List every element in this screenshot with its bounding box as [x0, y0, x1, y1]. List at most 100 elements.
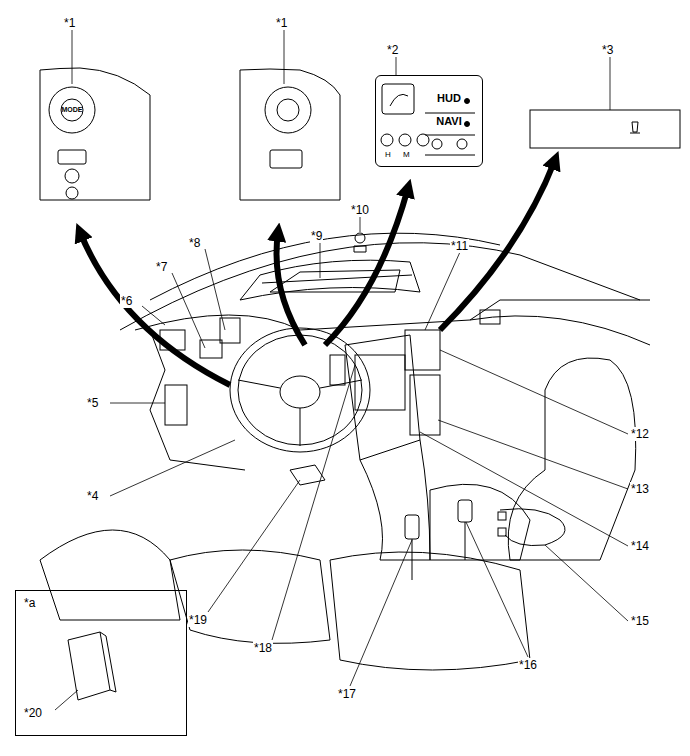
switch-text: M [403, 151, 410, 159]
illustration-part [545, 545, 628, 621]
illustration-part [360, 216, 361, 232]
callout-number: *16 [518, 658, 538, 672]
callout-number: *12 [630, 427, 650, 441]
illustration-part [382, 84, 414, 114]
illustration-part [200, 340, 222, 358]
illustration-part [238, 380, 362, 446]
illustration-part [345, 335, 420, 460]
illustration-part [480, 310, 500, 324]
illustration-part [425, 252, 460, 330]
illustration-part [417, 134, 429, 146]
illustration-part [350, 540, 412, 686]
callout-number: *7 [155, 260, 168, 274]
illustration-part [354, 246, 366, 252]
callout-number: *11 [450, 239, 469, 253]
callout-number: *a [24, 597, 35, 609]
illustration-part [610, 57, 611, 110]
illustration-part [325, 188, 408, 345]
illustration-part [399, 134, 411, 146]
callout-number: *4 [86, 489, 99, 503]
illustration-part [40, 30, 680, 710]
illustration-part [396, 57, 397, 76]
illustration-part [205, 249, 225, 330]
illustration-part [412, 539, 413, 580]
callout-number: *14 [630, 539, 650, 553]
callout-number: *20 [24, 707, 42, 719]
illustration-part [72, 30, 73, 84]
switch-panel: HUDNAVIHM [375, 75, 483, 167]
switch-text: NAVI [436, 116, 461, 127]
illustration-part [420, 432, 628, 546]
illustration-part [40, 68, 150, 200]
illustration-part [284, 30, 285, 84]
callout-number: *2 [386, 43, 399, 57]
illustration-part [277, 99, 299, 121]
illustration-part [465, 122, 470, 127]
illustration-part [165, 385, 187, 425]
illustration-part [405, 515, 419, 539]
illustration-part [330, 552, 530, 670]
button-text: MODE [62, 103, 83, 117]
illustration-part [110, 440, 235, 496]
illustration-part [425, 113, 475, 114]
illustration-part [65, 169, 79, 183]
illustration-part [270, 270, 400, 292]
illustration-part [240, 69, 340, 200]
illustration-part [320, 242, 321, 278]
illustration-part [355, 355, 405, 410]
callout-number: *9 [310, 229, 323, 243]
illustration-part [238, 335, 362, 445]
illustration-part [66, 187, 78, 199]
callout-number: *13 [630, 482, 650, 496]
illustration-part [425, 135, 475, 136]
illustration-part [410, 375, 440, 435]
switch-text: HUD [437, 93, 461, 104]
illustration-part [55, 30, 628, 710]
illustration-part [440, 160, 555, 330]
illustration-part [142, 306, 165, 325]
illustration-part [498, 528, 506, 536]
callout-number: *18 [253, 641, 273, 655]
illustration-part [405, 330, 440, 370]
illustration-part [457, 139, 467, 149]
illustration-part [458, 500, 472, 522]
illustration-part [425, 155, 475, 156]
illustration-part [208, 480, 300, 612]
callout-number: *17 [337, 687, 357, 701]
illustration-part [55, 690, 78, 710]
illustration-part [530, 110, 680, 148]
illustration-part [360, 440, 430, 560]
callout-number: *1 [275, 16, 288, 30]
illustration-part [270, 150, 302, 168]
illustration-part [230, 328, 370, 452]
illustration-part [330, 355, 345, 385]
callout-number: *1 [63, 16, 76, 30]
callout-number: *8 [188, 236, 201, 250]
illustration-part [80, 232, 230, 385]
illustration-part [265, 87, 311, 133]
illustration-part [440, 350, 628, 434]
illustration-part [160, 330, 185, 350]
illustration-part [465, 99, 470, 104]
callout-number: *6 [120, 294, 133, 308]
illustration-part [466, 522, 528, 657]
illustration-part [58, 150, 86, 164]
illustration-part [500, 509, 565, 546]
illustration-part [150, 233, 500, 300]
illustration-part [170, 550, 330, 643]
illustration-part [630, 122, 640, 133]
callout-number: *3 [601, 43, 614, 57]
callout-number: *19 [188, 613, 208, 627]
illustration-part [80, 160, 555, 385]
illustration-part [465, 522, 466, 560]
illustration-part [355, 233, 365, 243]
illustration-part [498, 512, 506, 520]
illustration-part [40, 530, 180, 620]
illustration-part [432, 139, 442, 149]
callout-number: *15 [630, 614, 650, 628]
illustration-part [110, 403, 165, 404]
illustration-part [61, 99, 83, 121]
illustration-part [172, 273, 205, 348]
illustration-part [390, 94, 408, 106]
